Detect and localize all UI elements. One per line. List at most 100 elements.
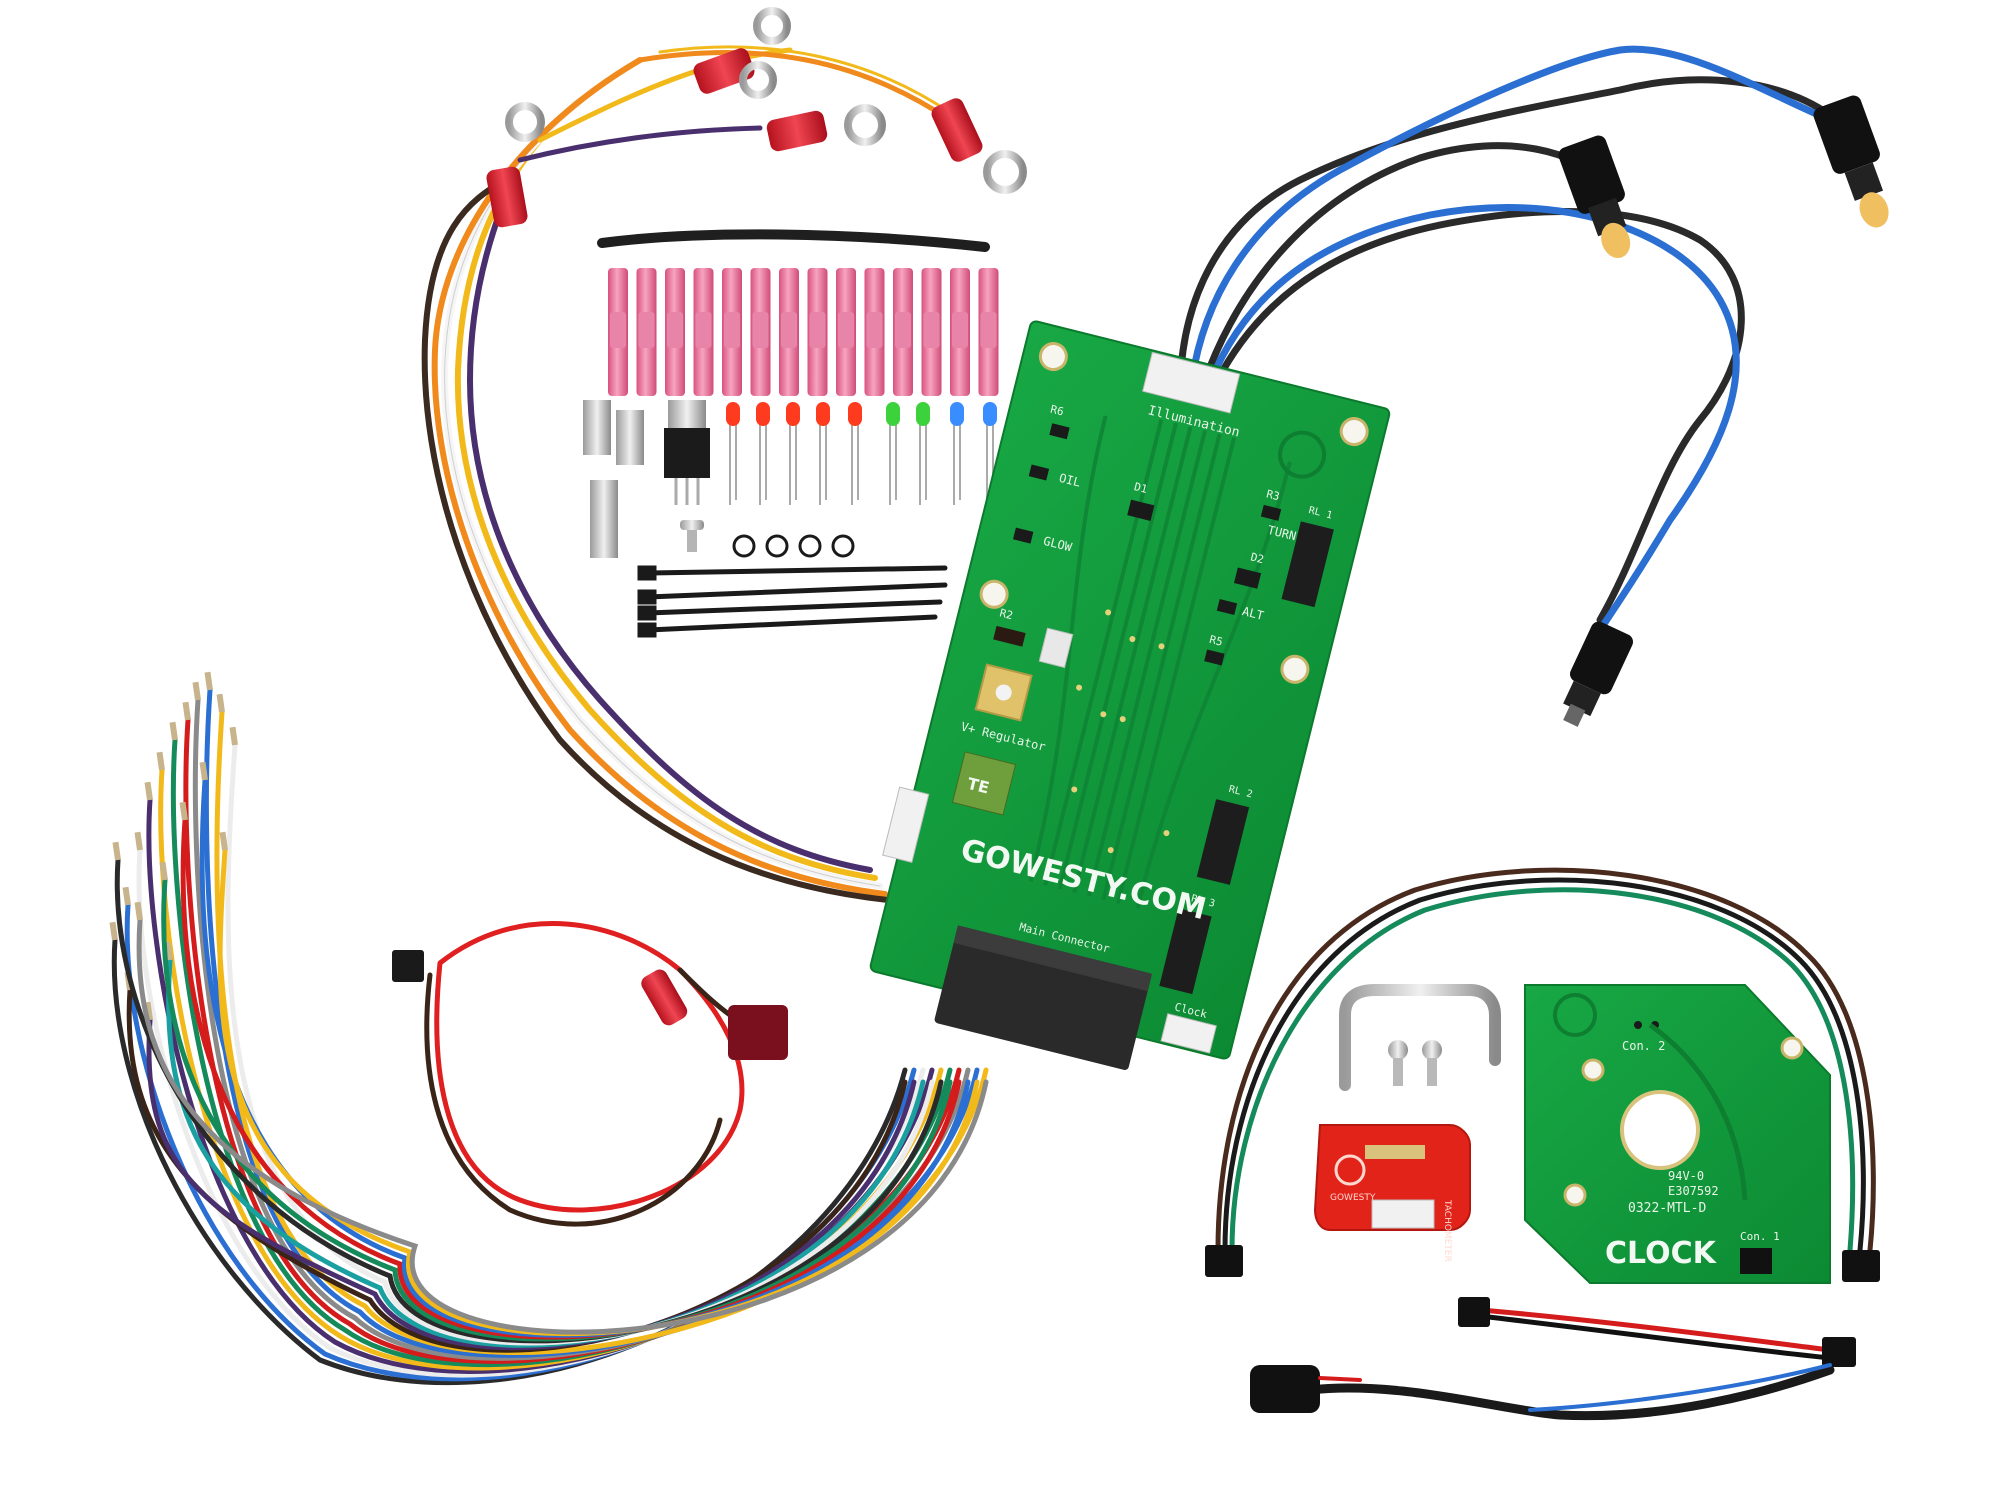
adapter-cable — [1458, 1297, 1856, 1367]
led — [848, 402, 862, 505]
regulator-chip — [951, 751, 1017, 816]
rating-label: 94V-0 — [1668, 1169, 1704, 1183]
screws — [1388, 1040, 1442, 1086]
led — [756, 402, 770, 505]
tach-label: TACHOMETER — [1442, 1199, 1452, 1262]
jst-connector — [1205, 1245, 1243, 1277]
clock-shaft-hole — [1620, 1090, 1700, 1170]
tach-logo-text: GOWESTY — [1330, 1193, 1376, 1203]
butt-connector — [779, 268, 799, 396]
bulb-socket — [1813, 95, 1889, 228]
con1-label: Con. 1 — [1740, 1230, 1780, 1243]
butt-connector — [807, 268, 828, 396]
clock-cable — [1205, 867, 1880, 1282]
bulb-socket — [1558, 135, 1631, 259]
butt-connector — [836, 268, 856, 396]
zip-ties — [637, 565, 948, 638]
jst-connector — [1842, 1250, 1880, 1282]
ring-terminal — [739, 61, 777, 99]
ring-terminal — [766, 104, 886, 152]
relay-1 — [1281, 521, 1334, 608]
relay-2 — [1196, 799, 1250, 885]
mounting-bracket — [1339, 984, 1501, 1091]
r6-label: R6 — [1049, 403, 1065, 419]
hex-standoff — [590, 480, 618, 558]
bulb-sockets — [1558, 95, 1889, 727]
butt-connector — [722, 268, 742, 396]
quick-disconnect — [728, 1005, 788, 1060]
o-rings — [732, 534, 855, 558]
harness-wire — [136, 847, 926, 1378]
led — [886, 402, 900, 505]
jst-connector — [1458, 1297, 1490, 1327]
relay-3 — [1159, 908, 1212, 995]
butt-connector — [893, 268, 913, 396]
butt-connector — [608, 268, 628, 396]
harness-wire — [114, 857, 944, 1344]
nylon-spacer — [616, 410, 644, 465]
butt-connector — [636, 268, 657, 396]
bulb-socket — [1563, 621, 1634, 727]
pigtail-connector — [392, 950, 424, 982]
harness-wire — [111, 937, 908, 1386]
alt-label: ALT — [1241, 604, 1265, 623]
tach-plug — [1250, 1365, 1320, 1413]
nylon-spacer — [583, 400, 611, 455]
illumination-harness — [1176, 45, 1834, 634]
harness-wire — [161, 877, 953, 1342]
ring-terminals — [486, 7, 1027, 228]
butt-connector — [978, 268, 999, 396]
illumination-connector — [1142, 351, 1241, 414]
r2-label: R2 — [998, 606, 1014, 622]
harness-wire — [136, 917, 989, 1335]
screw — [680, 520, 704, 552]
harness-wire — [225, 742, 935, 1346]
regulator-chip-text: TE — [965, 774, 991, 798]
turn-label: TURN — [1266, 523, 1297, 544]
butt-connector — [950, 268, 970, 396]
harness-wire — [146, 1017, 917, 1351]
hardware-kit — [583, 400, 997, 638]
led-set — [726, 402, 997, 505]
clock-label: CLOCK — [1605, 1236, 1718, 1271]
led — [950, 402, 964, 505]
part-code-label: 0322-MTL-D — [1628, 1201, 1706, 1216]
clock-board: Con. 2 94V-0 E307592 0322-MTL-D CLOCK Co… — [1524, 984, 1831, 1284]
butt-connector — [750, 268, 771, 396]
led — [816, 402, 830, 505]
tach-connector — [1371, 1199, 1435, 1229]
harness-wire — [214, 709, 989, 1355]
side-connector — [882, 786, 930, 863]
butt-connector — [864, 268, 885, 396]
main-wire-harness — [109, 671, 989, 1386]
oil-label: OIL — [1058, 471, 1082, 490]
ul-code-label: E307592 — [1668, 1184, 1719, 1198]
jst-connector — [1822, 1337, 1856, 1367]
led — [726, 402, 740, 505]
led — [916, 402, 930, 505]
ring-terminal — [486, 102, 545, 228]
ring-terminal — [931, 98, 1027, 194]
led — [786, 402, 800, 505]
harness-wire — [199, 777, 971, 1338]
tach-adapter-cable — [1250, 1363, 1835, 1421]
d2-label: D2 — [1249, 550, 1265, 566]
heat-shrink-tubing — [597, 229, 990, 252]
glow-label: GLOW — [1042, 534, 1074, 555]
side-wire-harness — [421, 45, 954, 903]
main-control-board: Illumination R6 OIL GLOW D1 R3 TURN D2 A… — [869, 320, 1391, 1070]
tachometer-board: GOWESTY TACHOMETER — [1313, 1124, 1471, 1262]
butt-connector — [665, 268, 685, 396]
butt-connector — [921, 268, 942, 396]
d1-label: D1 — [1133, 480, 1149, 496]
power-pigtail — [392, 921, 788, 1227]
clock-connector — [1160, 1013, 1217, 1054]
con1-header — [1740, 1248, 1772, 1274]
harness-wire — [166, 957, 926, 1348]
butt-connector — [693, 268, 714, 396]
r5-label: R5 — [1208, 633, 1224, 649]
butt-connectors — [608, 268, 999, 396]
r3-label: R3 — [1265, 487, 1281, 503]
harness-wire — [217, 847, 980, 1337]
